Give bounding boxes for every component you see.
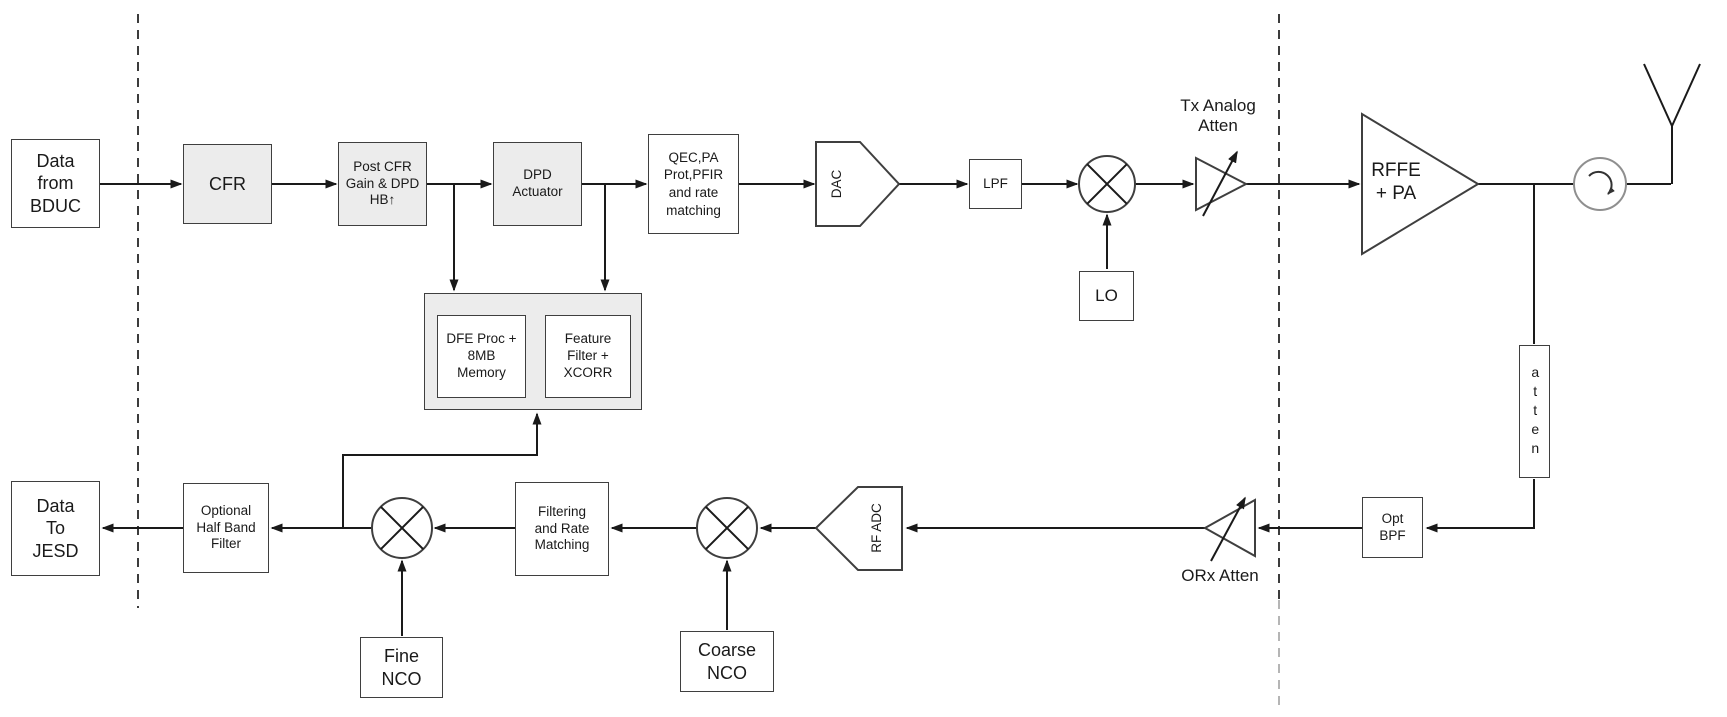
block-filtering-rate-matching: Filtering and Rate Matching <box>515 482 609 576</box>
block-optional-half-band-filter: Optional Half Band Filter <box>183 483 269 573</box>
block-cfr: CFR <box>183 144 272 224</box>
tx-mixer-icon <box>1078 155 1136 213</box>
rffe-pa-label: RFFE + PA <box>1371 160 1421 204</box>
block-data-from-bduc: Data from BDUC <box>11 139 100 228</box>
tx-analog-atten-icon <box>1195 150 1249 217</box>
block-atten: atten <box>1519 345 1550 478</box>
block-qec-pa-prot: QEC,PA Prot,PFIR and rate matching <box>648 134 739 234</box>
rf-adc-pentagon-icon <box>814 486 903 571</box>
dac-pentagon-icon <box>815 141 901 227</box>
tx-analog-atten-label: Tx Analog Atten <box>1180 96 1256 136</box>
fine-mixer-icon <box>371 497 433 559</box>
antenna-icon <box>1643 63 1701 184</box>
orx-atten-icon <box>1202 496 1256 562</box>
block-feature-filter-xcorr: Feature Filter + XCORR <box>545 315 631 398</box>
coarse-mixer-icon <box>696 497 758 559</box>
block-lo: LO <box>1079 271 1134 321</box>
block-coarse-nco: Coarse NCO <box>680 631 774 692</box>
arrow-rxtap-to-dfe <box>342 412 542 528</box>
block-fine-nco: Fine NCO <box>360 637 443 698</box>
block-lpf: LPF <box>969 159 1022 209</box>
block-dpd-actuator: DPD Actuator <box>493 142 582 226</box>
dac-label: DAC <box>828 169 844 199</box>
orx-atten-label: ORx Atten <box>1181 566 1259 585</box>
block-dfe-proc-memory: DFE Proc + 8MB Memory <box>437 315 526 398</box>
arrow-feedback-to-optbpf <box>1425 479 1535 533</box>
block-post-cfr-gain: Post CFR Gain & DPD HB↑ <box>338 142 427 226</box>
rffe-pa-triangle <box>1361 112 1480 256</box>
block-opt-bpf: Opt BPF <box>1362 497 1423 558</box>
circulator-icon <box>1573 157 1627 211</box>
rf-adc-label: RF ADC <box>868 503 884 553</box>
block-data-to-jesd: Data To JESD <box>11 481 100 576</box>
